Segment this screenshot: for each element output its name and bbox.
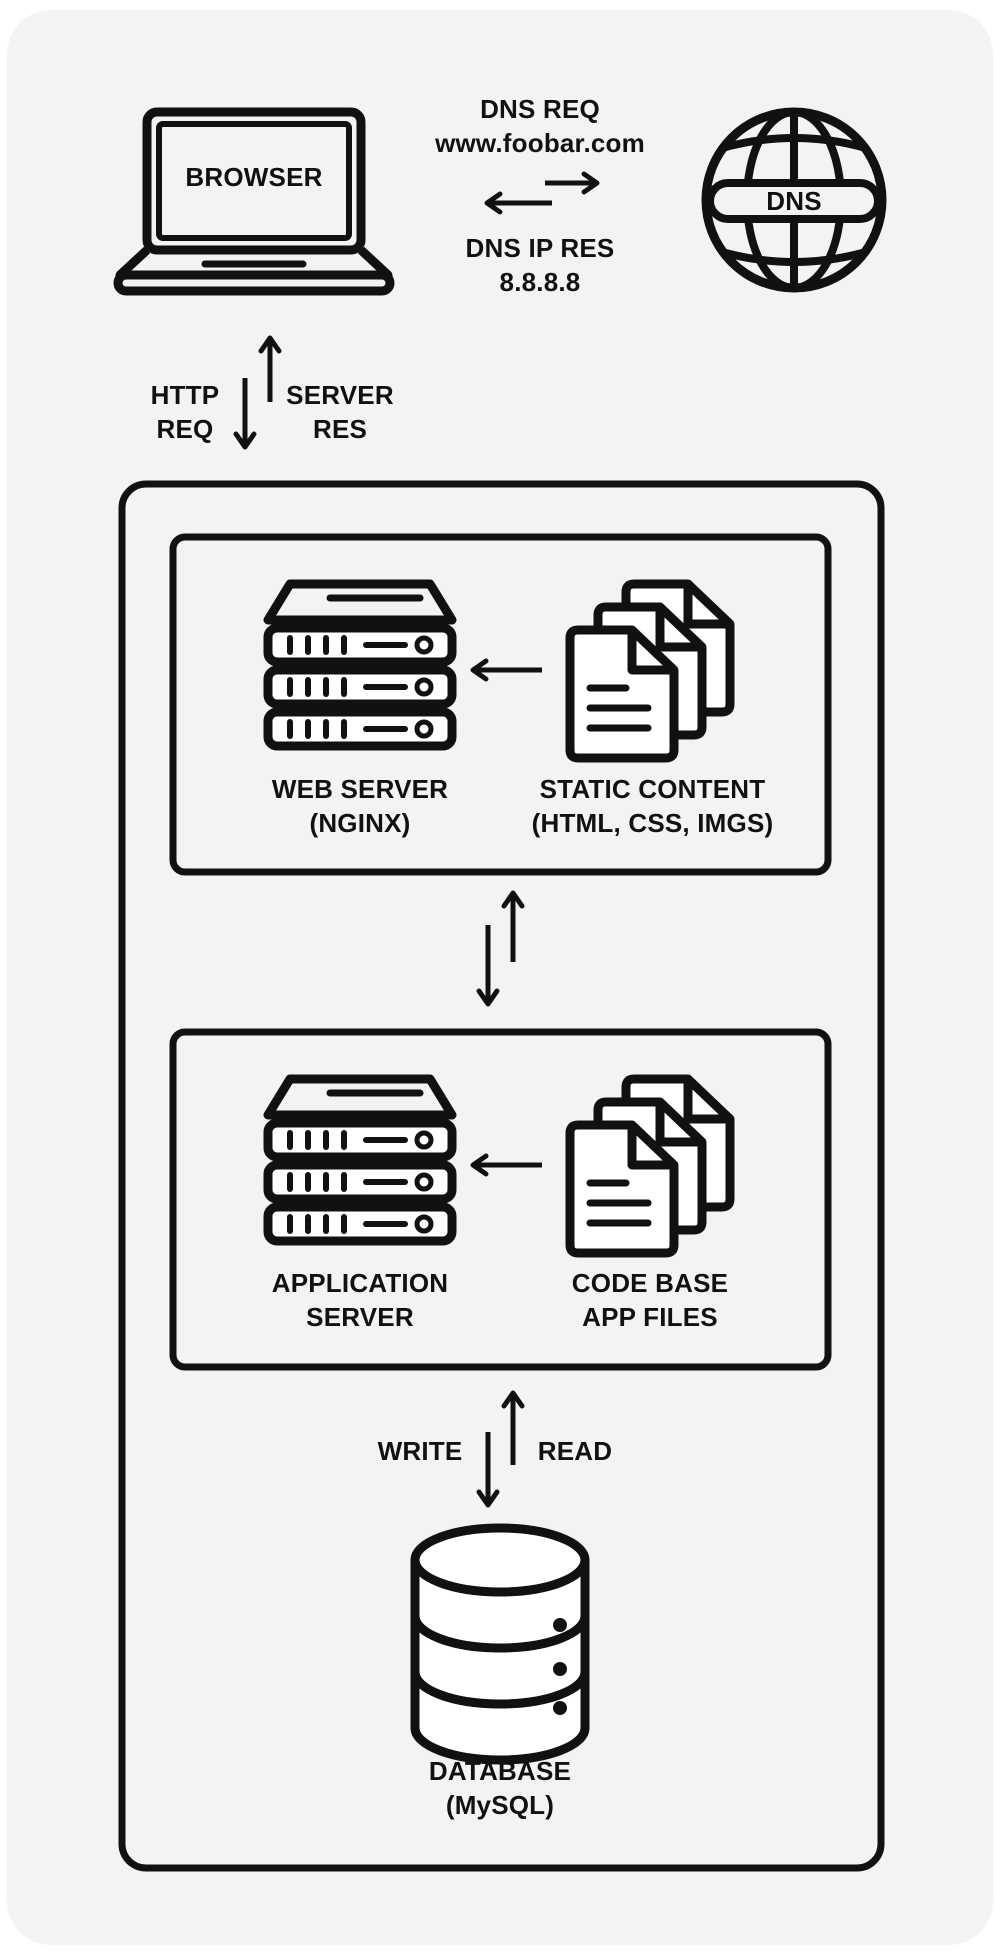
application-server-icon bbox=[268, 1079, 452, 1241]
http-request-line1: HTTP bbox=[150, 380, 220, 410]
application-server-label: APPLICATION SERVER bbox=[225, 1266, 495, 1334]
web-server-line1: WEB SERVER bbox=[271, 774, 449, 804]
server-response-line2: RES bbox=[312, 414, 368, 444]
app-tier-box bbox=[169, 1028, 832, 1371]
dns-response-line1: DNS IP RES bbox=[465, 233, 615, 263]
code-base-label: CODE BASE APP FILES bbox=[515, 1266, 785, 1334]
browser-label-text: BROWSER bbox=[185, 162, 323, 192]
code-base-line2: APP FILES bbox=[582, 1302, 718, 1332]
database-line1: DATABASE bbox=[428, 1756, 572, 1786]
server-response-arrow bbox=[258, 335, 282, 402]
static-content-line1: STATIC CONTENT bbox=[539, 774, 766, 804]
web-server-icon bbox=[268, 584, 452, 746]
database-label: DATABASE (MySQL) bbox=[350, 1754, 650, 1822]
server-response-line1: SERVER bbox=[286, 380, 394, 410]
application-server-line1: APPLICATION bbox=[271, 1268, 449, 1298]
laptop-icon bbox=[113, 107, 395, 296]
dns-label-text: DNS bbox=[766, 186, 822, 216]
app-to-web-arrow bbox=[501, 890, 525, 962]
http-request-line2: REQ bbox=[156, 414, 214, 444]
read-label: READ bbox=[520, 1434, 630, 1468]
dns-label: DNS bbox=[710, 183, 878, 219]
dns-globe-icon bbox=[701, 107, 887, 293]
write-arrow bbox=[476, 1432, 500, 1508]
dns-request-line1: DNS REQ bbox=[480, 94, 600, 124]
static-content-files-icon bbox=[570, 584, 730, 758]
dns-response-ip: 8.8.8.8 bbox=[499, 267, 581, 297]
static-to-web-arrow bbox=[470, 658, 542, 682]
web-tier-box bbox=[169, 533, 832, 876]
write-label-text: WRITE bbox=[377, 1436, 463, 1466]
write-label: WRITE bbox=[360, 1434, 480, 1468]
dns-request-arrow bbox=[545, 171, 600, 195]
dns-request-label: DNS REQ www.foobar.com bbox=[390, 92, 690, 160]
static-content-label: STATIC CONTENT (HTML, CSS, IMGS) bbox=[505, 772, 800, 840]
dns-response-arrow bbox=[484, 191, 552, 215]
read-arrow bbox=[501, 1390, 525, 1465]
database-line2: (MySQL) bbox=[445, 1790, 555, 1820]
dns-request-domain: www.foobar.com bbox=[435, 128, 645, 158]
http-request-label: HTTP REQ bbox=[130, 378, 240, 446]
web-server-line2: (NGINX) bbox=[309, 808, 411, 838]
http-request-arrow bbox=[233, 378, 257, 450]
application-server-line2: SERVER bbox=[306, 1302, 414, 1332]
dns-response-label: DNS IP RES 8.8.8.8 bbox=[390, 231, 690, 299]
web-server-label: WEB SERVER (NGINX) bbox=[225, 772, 495, 840]
codebase-to-app-arrow bbox=[470, 1153, 542, 1177]
code-base-files-icon bbox=[570, 1079, 730, 1253]
browser-label: BROWSER bbox=[147, 160, 361, 194]
code-base-line1: CODE BASE bbox=[571, 1268, 729, 1298]
read-label-text: READ bbox=[537, 1436, 613, 1466]
database-icon bbox=[410, 1523, 590, 1765]
static-content-line2: (HTML, CSS, IMGS) bbox=[531, 808, 774, 838]
server-environment-box bbox=[118, 480, 885, 1872]
server-response-label: SERVER RES bbox=[275, 378, 405, 446]
web-to-app-arrow bbox=[476, 925, 500, 1007]
